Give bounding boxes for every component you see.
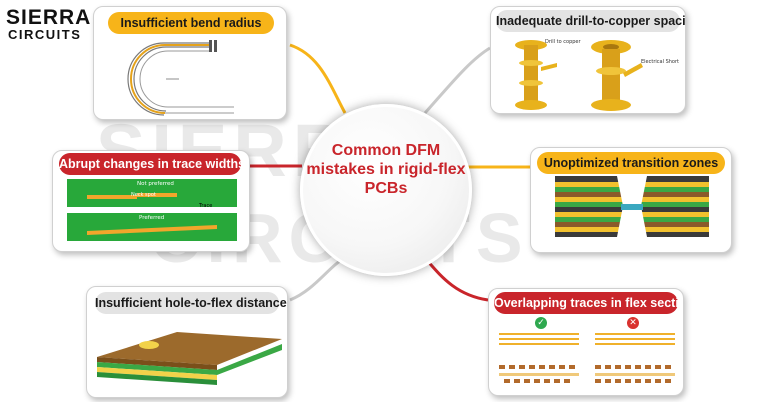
connector-overlap	[423, 257, 489, 302]
panel-hole-to-flex: Insufficient hole-to-flex distance	[86, 286, 288, 398]
bend-radius-illustration	[127, 40, 234, 116]
label-electrical-short: Electrical Short	[641, 59, 679, 65]
panel-trace-widths-title: Abrupt changes in trace widths	[59, 153, 245, 175]
center-topic-circle: Common DFM mistakes in rigid-flex PCBs	[300, 104, 472, 276]
panel-overlapping-traces: Overlapping traces in flex section ✓ ✕	[488, 288, 684, 396]
overlapping-traces-illustration	[499, 333, 675, 383]
hole-to-flex-illustration	[97, 332, 282, 385]
panel-overlapping-traces-title: Overlapping traces in flex section	[494, 292, 683, 314]
drill-to-copper-illustration	[515, 40, 643, 111]
panel-transition-zones-title: Unoptimized transition zones	[537, 152, 725, 174]
panel-trace-widths: Abrupt changes in trace widths Not prefe…	[52, 150, 250, 252]
panel-drill-to-copper-title: Inadequate drill-to-copper spacing	[496, 10, 685, 32]
transition-zones-illustration	[555, 176, 709, 237]
label-trace: Trace	[199, 203, 213, 209]
logo-line2: CIRCUITS	[8, 27, 82, 42]
good-check-icon: ✓	[535, 317, 547, 329]
panel-transition-zones: Unoptimized transition zones	[530, 147, 732, 253]
label-not-preferred: Not preferred	[137, 181, 174, 187]
panel-hole-to-flex-title: Insufficient hole-to-flex distance	[95, 292, 287, 314]
connector-hole	[289, 256, 346, 302]
label-drill-to-copper: Drill to copper	[545, 39, 581, 45]
bad-cross-icon: ✕	[627, 317, 639, 329]
sierra-circuits-logo: SIERRA CIRCUITS	[6, 6, 92, 42]
logo-line1: SIERRA	[6, 6, 92, 29]
connector-drill	[423, 46, 491, 114]
center-title: Common DFM mistakes in rigid-flex PCBs	[306, 142, 466, 197]
trace-width-illustration	[67, 179, 237, 241]
label-neck-spot: Neck spot	[131, 192, 156, 198]
panel-drill-to-copper: Inadequate drill-to-copper spacing Drill…	[490, 6, 686, 114]
label-preferred: Preferred	[139, 215, 165, 221]
panel-bend-radius: Insufficient bend radius	[93, 6, 287, 120]
panel-bend-radius-title: Insufficient bend radius	[108, 12, 274, 34]
connector-bend	[289, 43, 347, 114]
